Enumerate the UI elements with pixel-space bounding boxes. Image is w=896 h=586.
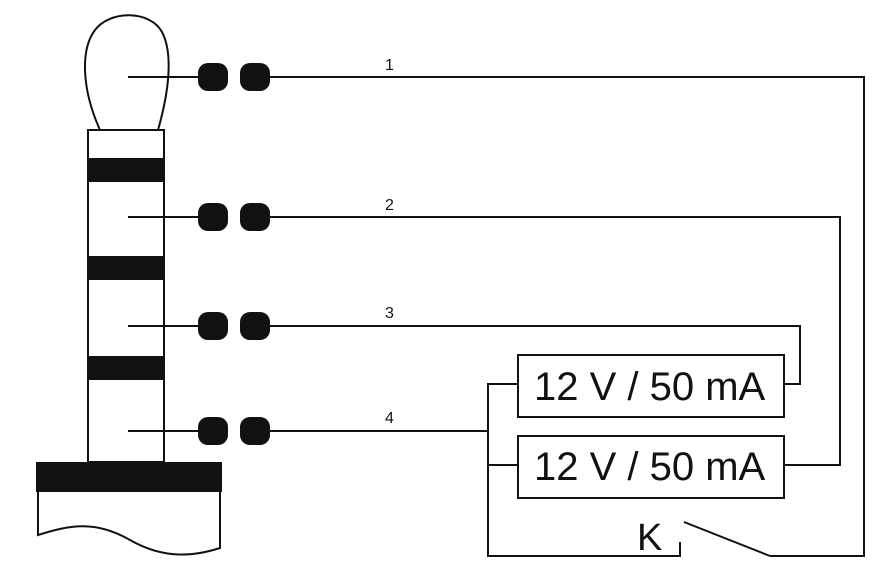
connector-dot	[198, 63, 228, 91]
connector-dot	[198, 312, 228, 340]
jack-base-collar	[36, 462, 222, 492]
load-top: 12 V / 50 mA	[517, 354, 785, 418]
wire-label-2: 2	[385, 197, 394, 214]
common-bus	[487, 383, 681, 557]
connector-dot	[198, 417, 228, 445]
load-bottom: 12 V / 50 mA	[517, 435, 785, 499]
connector-dot	[240, 203, 270, 231]
connector-dot	[240, 417, 270, 445]
switch-k: K	[637, 517, 771, 559]
switch-label: K	[637, 517, 662, 559]
wire-label-1: 1	[385, 57, 394, 74]
connector-dot	[240, 63, 270, 91]
wire-label-3: 3	[385, 305, 394, 322]
switch-blade	[683, 521, 771, 557]
wire-2: 2	[128, 197, 841, 466]
insulator-ring-3	[88, 356, 164, 380]
connector-dot	[198, 203, 228, 231]
load-top-box	[517, 354, 785, 418]
jack-base-body	[37, 492, 221, 556]
wire-1: 1	[128, 57, 865, 557]
jack-plug	[36, 14, 222, 556]
load-bottom-label: 12 V / 50 mA	[534, 445, 766, 489]
jack-tip	[83, 14, 170, 131]
load-top-label: 12 V / 50 mA	[534, 365, 766, 409]
wire-4: 4	[128, 410, 488, 445]
insulator-ring-2	[88, 256, 164, 280]
insulator-ring-1	[88, 158, 164, 182]
load-bottom-box	[517, 435, 785, 499]
wire-label-4: 4	[385, 410, 394, 427]
wire-3: 3	[128, 305, 801, 385]
connector-dot	[240, 312, 270, 340]
